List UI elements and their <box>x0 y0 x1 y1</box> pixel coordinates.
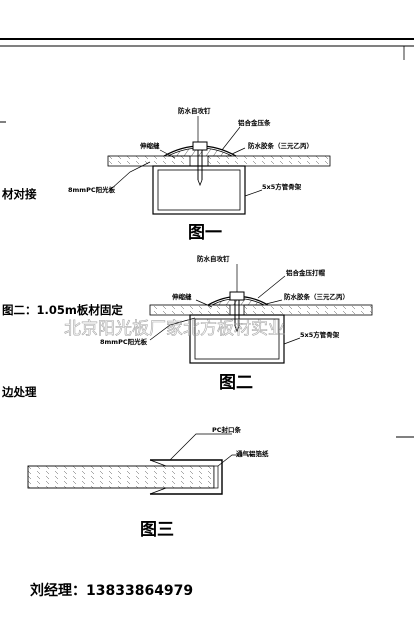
pc-sheet-right <box>207 155 331 167</box>
pc-sheet-edge <box>27 465 215 489</box>
label-gap-2: 伸缩缝 <box>171 292 192 301</box>
section-title-fix: 图二：1.05m板材固定 <box>2 303 123 317</box>
caption-figure-1: 图一 <box>188 223 222 243</box>
figure-3: 边处理 PC封口条 通气铝箔纸 图三 <box>1 385 269 540</box>
contact-line: 刘经理：13833864979 <box>30 582 193 599</box>
label-sheet-1: 8mmPC阳光板 <box>68 185 116 194</box>
pc-cap-strip <box>150 459 223 495</box>
pc-sheet-right-2 <box>243 304 373 316</box>
square-tube-1 <box>152 165 246 215</box>
label-tube-2: 5x5方管骨架 <box>300 330 340 339</box>
label-screw-1: 防水自攻钉 <box>178 106 211 115</box>
label-tube-1: 5x5方管骨架 <box>262 182 302 191</box>
figure-2: 图二：1.05m板材固定 防水自攻钉 铝合金压打帽 伸缩缝 防水胶条（三元乙丙）… <box>2 254 373 393</box>
label-sheet-2: 8mmPC阳光板 <box>100 337 148 346</box>
section-title-joint: 材对接 <box>2 187 37 201</box>
watermark-text: 北京阳光板厂家北方板材实业 <box>64 319 285 339</box>
title-frame <box>0 38 414 438</box>
figure-1: 材对接 防水自攻钉 铝合金压条 伸缩缝 防水胶条（三元乙丙） 8mmPC阳光板 … <box>2 106 331 243</box>
square-tube-2 <box>189 314 285 364</box>
section-title-edge: 边处理 <box>1 385 37 399</box>
screw-head-1 <box>192 141 208 151</box>
caption-figure-3: 图三 <box>140 520 174 540</box>
vent-tape <box>213 465 219 489</box>
label-gap-1: 伸缩缝 <box>139 141 160 150</box>
pc-sheet-left-2 <box>149 304 231 316</box>
caption-figure-2: 图二 <box>219 373 253 393</box>
pc-sheet-left <box>107 155 191 167</box>
label-screw-2: 防水自攻钉 <box>197 254 230 263</box>
screw-head-2 <box>229 291 245 301</box>
label-vent-tape: 通气铝箔纸 <box>236 449 269 458</box>
label-seal-2: 防水胶条（三元乙丙） <box>284 292 349 301</box>
label-cap-strip: PC封口条 <box>212 425 242 434</box>
label-seal-1: 防水胶条（三元乙丙） <box>248 141 313 150</box>
label-strip-1: 铝合金压条 <box>238 118 271 127</box>
label-cap-2: 铝合金压打帽 <box>286 268 326 277</box>
